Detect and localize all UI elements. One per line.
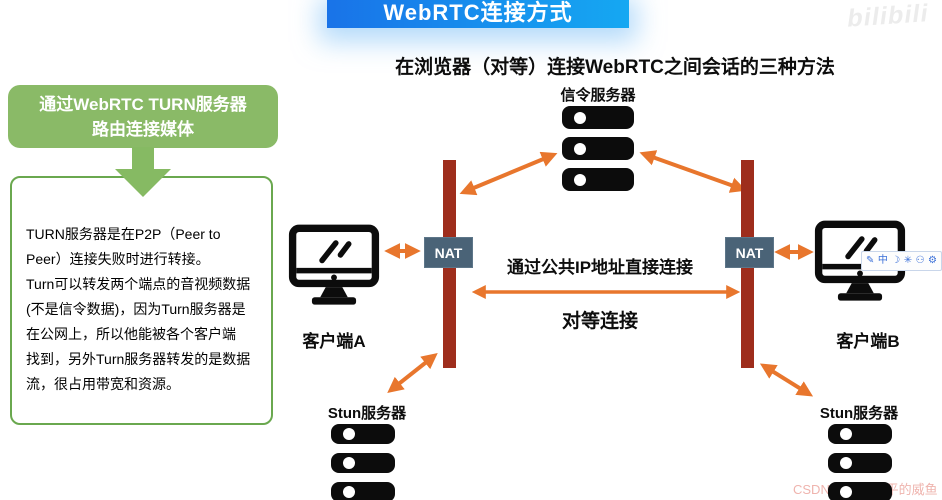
server-bar bbox=[562, 106, 634, 129]
nat-badge-right-label: NAT bbox=[735, 244, 764, 261]
turn-route-callout: 通过WebRTC TURN服务器 路由连接媒体 bbox=[8, 85, 278, 148]
moon-icon: ☽ bbox=[891, 255, 901, 266]
turn-note-text: TURN服务器是在P2P（Peer to Peer）连接失败时进行转接。 Tur… bbox=[26, 226, 251, 392]
user-icon: ⚇ bbox=[915, 255, 925, 266]
server-bar bbox=[331, 482, 395, 500]
nat-badge-left-label: NAT bbox=[434, 244, 463, 261]
title-banner: WebRTC连接方式 bbox=[327, 0, 629, 28]
client-a-label: 客户端A bbox=[302, 332, 366, 351]
edit-icon: ✎ bbox=[866, 255, 875, 266]
stun-server-left-icon bbox=[331, 424, 395, 500]
stun-server-right-label: Stun服务器 bbox=[819, 405, 899, 422]
server-bar bbox=[331, 453, 395, 473]
stun-server-right-icon bbox=[828, 424, 892, 500]
nat-badge-left: NAT bbox=[424, 237, 473, 268]
server-bar bbox=[828, 453, 892, 473]
client-a-monitor-icon bbox=[288, 224, 380, 305]
client-b-label: 客户端B bbox=[836, 332, 900, 351]
down-block-arrow-icon bbox=[115, 147, 171, 197]
page-subtitle: 在浏览器（对等）连接WebRTC之间会话的三种方法 bbox=[395, 57, 835, 78]
direct-connection-label: 通过公共IP地址直接连接 bbox=[506, 258, 694, 277]
server-bar bbox=[828, 482, 892, 500]
ime-toolbar: ✎ 中 ☽ ✳ ⚇ ⚙ bbox=[861, 251, 942, 271]
chinese-input-icon: 中 bbox=[877, 255, 888, 266]
signaling-server-icon bbox=[562, 106, 634, 199]
arrow-natright-stun bbox=[759, 363, 814, 397]
stun-server-left-label: Stun服务器 bbox=[327, 405, 407, 422]
arrow-natleft-stun bbox=[387, 353, 438, 393]
bilibili-logo: bilibili bbox=[845, 0, 931, 33]
page-title: WebRTC连接方式 bbox=[383, 0, 573, 25]
peer-connection-label: 对等连接 bbox=[561, 311, 638, 332]
nat-badge-right: NAT bbox=[725, 237, 774, 268]
gear-icon: ⚙ bbox=[927, 255, 937, 266]
server-bar bbox=[331, 424, 395, 444]
signaling-server-label: 信令服务器 bbox=[560, 87, 636, 104]
server-bar bbox=[562, 137, 634, 160]
arrow-signaling-natright bbox=[639, 150, 747, 193]
server-bar bbox=[828, 424, 892, 444]
server-bar bbox=[562, 168, 634, 191]
turn-note-box: TURN服务器是在P2P（Peer to Peer）连接失败时进行转接。 Tur… bbox=[10, 176, 273, 425]
turn-route-callout-text: 通过WebRTC TURN服务器 路由连接媒体 bbox=[39, 94, 247, 139]
arrow-natleft-signaling bbox=[459, 151, 558, 196]
sparkle-icon: ✳ bbox=[903, 255, 913, 266]
